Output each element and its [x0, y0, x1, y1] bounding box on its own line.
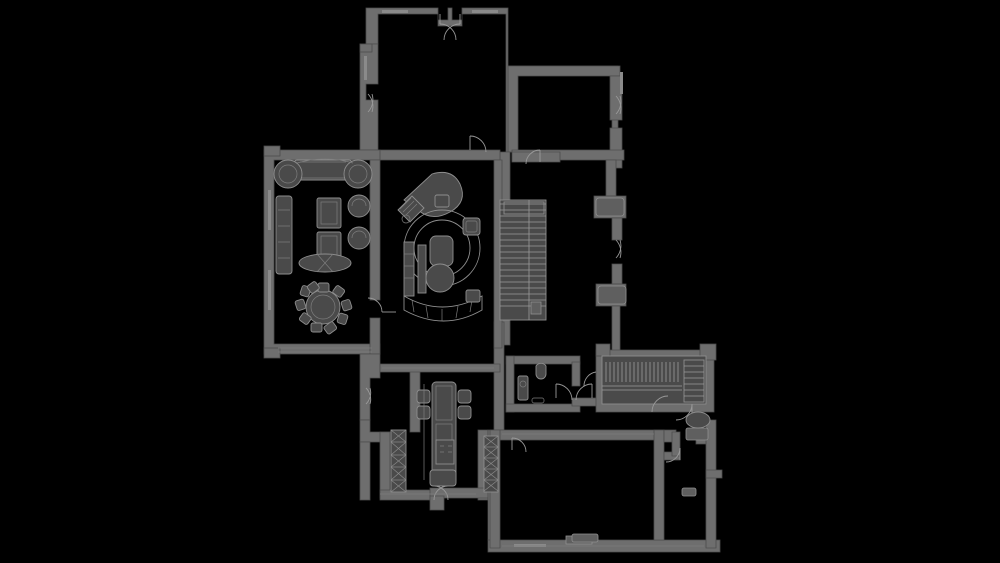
accent-chair — [434, 194, 450, 208]
toilet — [535, 362, 547, 380]
doors-layer — [365, 14, 693, 501]
wall-corridor-b — [611, 217, 623, 241]
door-powder-left-arc — [555, 383, 573, 401]
window-living-left-2 — [268, 270, 271, 310]
door-lounge-arc — [469, 135, 487, 153]
main-staircase — [499, 199, 547, 321]
side-table — [462, 217, 481, 236]
cabinets-left — [390, 429, 407, 493]
plant-right — [343, 159, 373, 189]
powder-room-fixtures — [517, 362, 547, 404]
banquette-curved — [403, 295, 483, 322]
wall-lower-left-ext — [359, 441, 371, 501]
wall-powder-bottom — [505, 403, 581, 413]
living-room-furniture — [273, 158, 373, 335]
window-top-right — [472, 10, 498, 13]
wall-left-wing-inner-a — [369, 159, 381, 301]
window-bedroom-bottom — [514, 544, 546, 547]
door-top-right-arc — [443, 23, 461, 41]
armchair-a — [316, 197, 342, 229]
shelving-left-2 — [417, 244, 427, 294]
corridor-bench-a — [595, 197, 625, 217]
wall-left-wing-inner-b — [369, 317, 381, 355]
dining-chairs — [294, 281, 353, 335]
kitchen-furniture — [390, 381, 499, 493]
door-dining-arc — [367, 297, 383, 313]
wall-bath-outer-right — [705, 419, 717, 549]
lower-stair-landing-treads — [684, 365, 704, 397]
window-top-left — [382, 10, 408, 13]
window-living-left — [268, 190, 271, 230]
door-left-upper-arc2 — [367, 93, 374, 113]
corridor-fixtures — [595, 197, 627, 305]
sink-basin — [429, 469, 457, 487]
wall-left-wing-outer — [263, 149, 381, 355]
ottoman-round — [425, 263, 455, 293]
door-bedroom-arc — [511, 437, 527, 453]
sofa-left-cushions — [278, 209, 290, 259]
stairs-layer — [499, 199, 707, 413]
wall-stair-corner-b — [595, 343, 611, 357]
door-top-left-arc — [439, 23, 457, 41]
wall-kitchen-left — [379, 431, 391, 499]
wall-lower-stub — [429, 495, 445, 511]
door-kitchen-arc2 — [365, 387, 372, 405]
wall-left-corner-bottom — [263, 347, 281, 359]
banquette-segments — [411, 299, 473, 321]
wall-bath-stub-b — [671, 431, 681, 457]
bath-fixture-a — [685, 427, 709, 441]
door-hall-arc — [525, 149, 541, 165]
bath-fixture-b — [685, 411, 711, 429]
bar-stools — [416, 389, 472, 420]
furniture-layer — [273, 158, 711, 543]
threshold-lines — [278, 347, 704, 547]
decor-garland — [296, 158, 354, 164]
cabinets-right — [483, 435, 499, 493]
kitchen-island — [431, 381, 457, 485]
door-right-mid-arc2 — [615, 239, 622, 259]
wall-corridor-a — [605, 159, 617, 197]
wall-mid-horizontal — [371, 149, 501, 161]
main-stair-top-landing — [503, 201, 545, 215]
piano-bench — [401, 214, 411, 224]
wall-notch-a — [359, 43, 373, 53]
wall-bath-stub-d — [705, 469, 723, 479]
wall-corridor-c — [611, 263, 623, 285]
wall-bedroom-right — [653, 429, 665, 541]
round-chair-a — [347, 194, 371, 218]
wall-mid-horizontal-r — [511, 151, 561, 163]
door-right-upper-arc2 — [615, 95, 622, 115]
powder-fixture — [531, 397, 545, 404]
door-powder-right-arc — [575, 383, 593, 401]
vanity — [517, 375, 529, 401]
lounge-side-chair — [465, 289, 481, 303]
lounge-furniture — [397, 171, 483, 322]
sofa-top — [293, 159, 353, 181]
wall-top-left-jog — [359, 43, 379, 161]
lower-stair-door-arc2 — [651, 395, 669, 413]
bath-fixture-c — [681, 487, 697, 497]
coffee-table-square — [429, 235, 454, 267]
bedroom-window-sill — [571, 533, 599, 543]
window-right-upper — [620, 72, 623, 94]
sofa-left — [275, 195, 293, 275]
lower-staircase — [583, 355, 707, 413]
main-stair-landing-block — [530, 301, 542, 315]
bedroom-bath-furniture — [571, 411, 711, 543]
plant-left — [273, 159, 303, 189]
round-chair-b — [347, 226, 371, 250]
lower-stair-door-arc — [583, 371, 597, 387]
lower-stair-treads — [605, 362, 679, 382]
corridor-bench-b — [597, 285, 627, 305]
wall-powder-right — [571, 361, 581, 387]
window-left-upper — [364, 56, 367, 80]
wall-powder-top — [505, 355, 581, 365]
shelving-left — [403, 241, 415, 297]
lower-stair-landing — [683, 359, 705, 403]
wall-corridor-d — [611, 305, 621, 353]
dining-set — [294, 281, 353, 335]
wall-left-corner-top — [263, 145, 281, 157]
